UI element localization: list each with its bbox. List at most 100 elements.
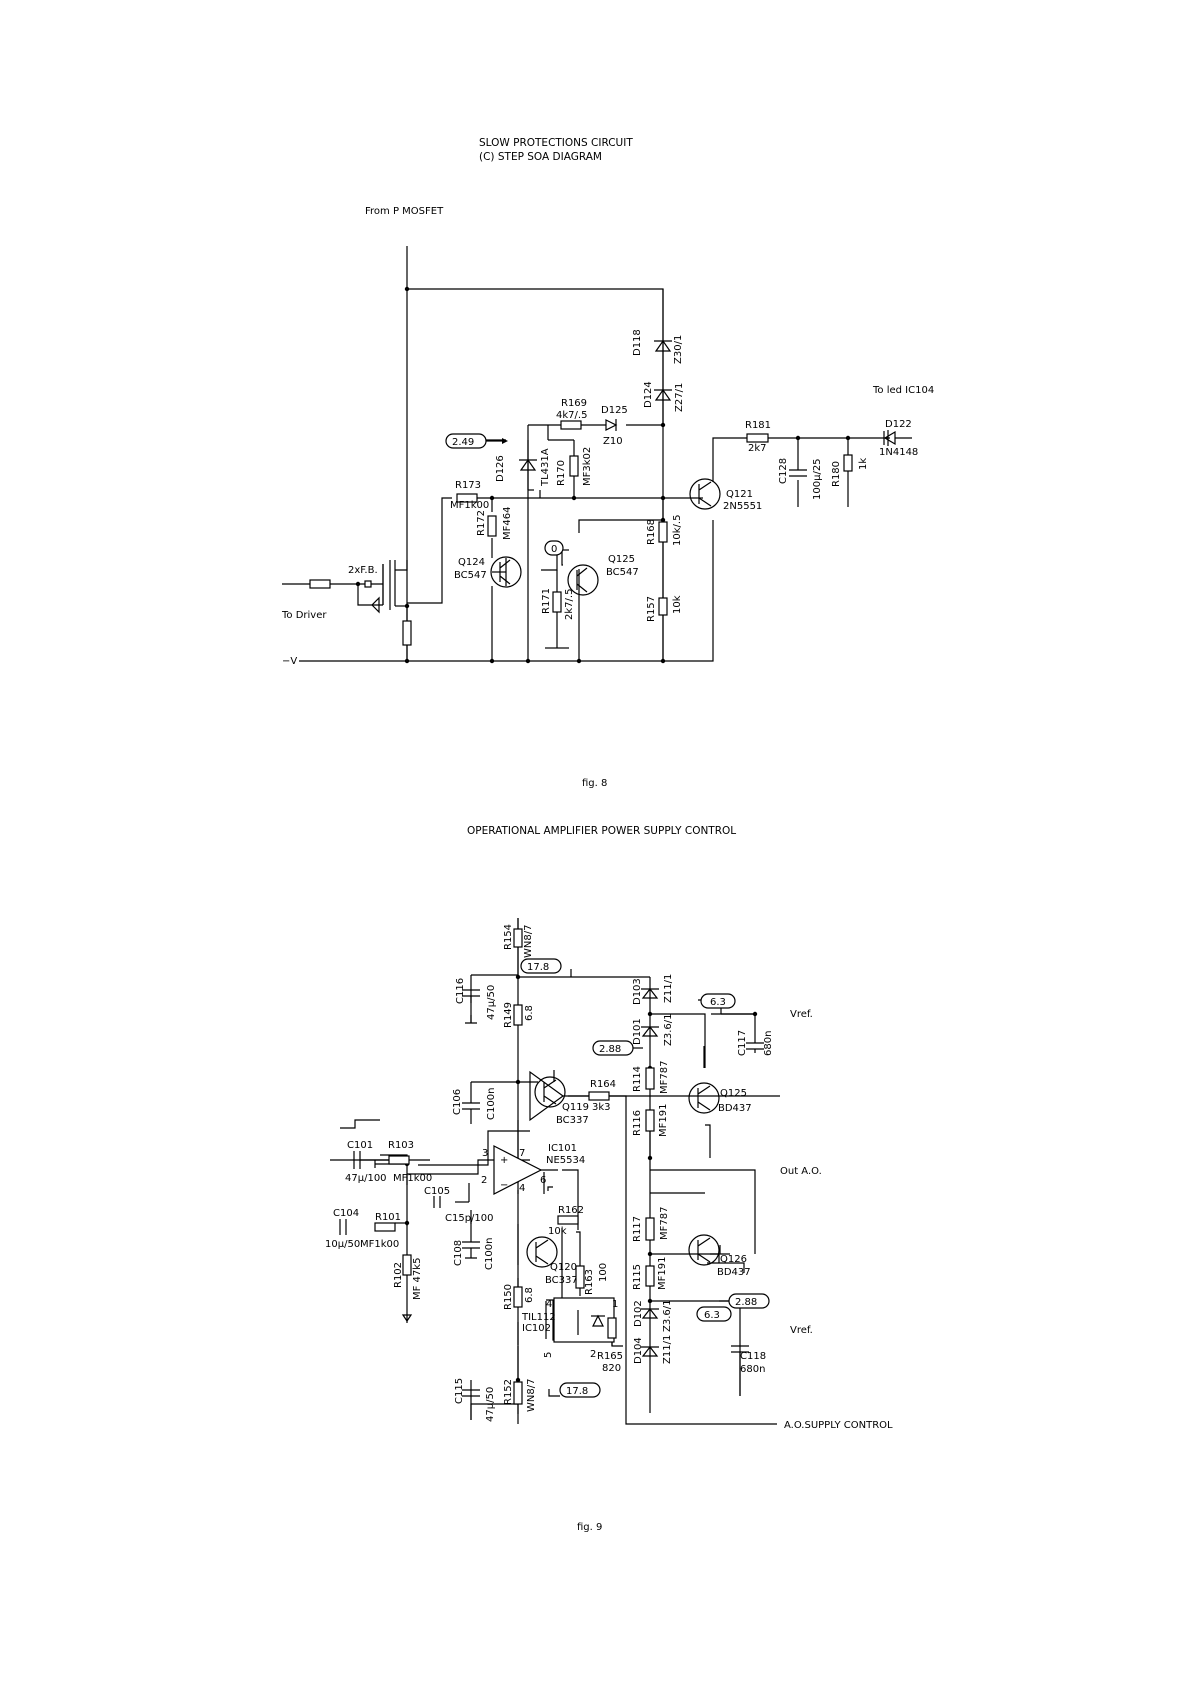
resistor-r152: R152 WN8/7 — [503, 1379, 537, 1412]
svg-text:6.8: 6.8 — [524, 1005, 535, 1021]
opamp-ic101: + − 3 7 2 4 6 IC101 NE5534 — [481, 1143, 585, 1195]
capacitor-c105: C105 C15p/100 — [424, 1186, 494, 1224]
svg-text:3: 3 — [482, 1148, 488, 1159]
source-resistor — [402, 620, 412, 646]
label-fb: 2xF.B. — [348, 565, 378, 576]
figure-8: SLOW PROTECTIONS CIRCUIT (C) STEP SOA DI… — [281, 137, 934, 789]
svg-text:2: 2 — [481, 1175, 487, 1186]
svg-text:WN8/7: WN8/7 — [526, 1379, 537, 1412]
svg-text:D126: D126 — [495, 455, 506, 482]
fig8-junction-dots — [355, 286, 851, 664]
svg-text:2k7: 2k7 — [748, 443, 767, 454]
svg-text:R172: R172 — [476, 510, 487, 536]
svg-text:R164: R164 — [590, 1079, 616, 1090]
resistor-r164: R164 3k3 — [588, 1079, 616, 1113]
zener-d103: D103 Z11/1 — [632, 974, 674, 1005]
svg-text:5: 5 — [543, 1352, 554, 1358]
svg-text:TL431A: TL431A — [540, 448, 551, 487]
svg-text:R115: R115 — [632, 1264, 643, 1290]
capacitor-c115: C115 47μ/50 — [454, 1378, 496, 1422]
fig8-title-line1: SLOW PROTECTIONS CIRCUIT — [479, 137, 633, 149]
svg-text:R165: R165 — [597, 1351, 623, 1362]
label-ao-supply-control: A.O.SUPPLY CONTROL — [784, 1420, 893, 1431]
svg-text:R181: R181 — [745, 420, 771, 431]
svg-text:C101: C101 — [347, 1140, 373, 1151]
transistor-q125-fig9: Q125 BD437 — [688, 1082, 752, 1114]
svg-text:Q125: Q125 — [608, 554, 635, 565]
svg-text:Q121: Q121 — [726, 489, 753, 500]
svg-text:D125: D125 — [601, 405, 628, 416]
svg-text:NE5534: NE5534 — [546, 1155, 585, 1166]
svg-text:7: 7 — [519, 1148, 525, 1159]
svg-text:2: 2 — [590, 1349, 596, 1360]
svg-text:MF1k00: MF1k00 — [450, 500, 489, 511]
resistor-r162: R162 10k — [548, 1205, 584, 1237]
svg-text:D124: D124 — [643, 381, 654, 408]
svg-text:R169: R169 — [561, 398, 587, 409]
svg-text:BD437: BD437 — [717, 1267, 751, 1278]
svg-text:10k: 10k — [672, 595, 683, 614]
voltage-marker-2-88-top: 2.88 — [592, 1040, 643, 1056]
svg-text:−: − — [500, 1180, 508, 1191]
svg-text:R152: R152 — [503, 1379, 514, 1405]
svg-text:R163: R163 — [584, 1269, 595, 1295]
label-minus-v: −V — [282, 656, 297, 667]
svg-text:Z30/1: Z30/1 — [673, 335, 684, 364]
svg-text:2N5551: 2N5551 — [723, 501, 762, 512]
svg-text:6: 6 — [540, 1175, 546, 1186]
resistor-r157: R157 10k — [646, 595, 683, 622]
svg-text:C115: C115 — [454, 1378, 465, 1404]
svg-text:IC101: IC101 — [548, 1143, 577, 1154]
svg-text:100: 100 — [598, 1263, 609, 1282]
svg-text:MF1k00: MF1k00 — [393, 1173, 432, 1184]
svg-text:Q120: Q120 — [550, 1262, 577, 1273]
svg-text:Q124: Q124 — [458, 557, 485, 568]
svg-text:D102: D102 — [633, 1300, 644, 1327]
svg-text:4: 4 — [519, 1183, 525, 1194]
zener-d101: D101 Z3.6/1 — [632, 1014, 674, 1047]
svg-text:17.8: 17.8 — [566, 1386, 588, 1397]
svg-text:6.3: 6.3 — [704, 1310, 720, 1321]
capacitor-c128: C128 100μ/25 — [778, 458, 823, 500]
zener-d118: D118 Z30/1 — [632, 289, 684, 364]
svg-text:BC337: BC337 — [545, 1275, 578, 1286]
svg-text:2.88: 2.88 — [735, 1297, 757, 1308]
svg-text:R117: R117 — [632, 1216, 643, 1242]
fig9-title: OPERATIONAL AMPLIFIER POWER SUPPLY CONTR… — [467, 825, 736, 837]
mosfet-symbol — [364, 560, 391, 614]
svg-text:Z10: Z10 — [603, 436, 623, 447]
svg-text:C117: C117 — [737, 1030, 748, 1056]
svg-text:MF1k00: MF1k00 — [360, 1239, 399, 1250]
svg-text:R114: R114 — [632, 1066, 643, 1092]
resistor-r172: R172 MF464 — [476, 507, 513, 540]
resistor-r102: R102 MF 47k5 — [393, 1254, 423, 1323]
svg-text:IC102: IC102 — [522, 1323, 551, 1334]
svg-text:C105: C105 — [424, 1186, 450, 1197]
svg-text:100μ/25: 100μ/25 — [812, 458, 823, 500]
svg-text:R162: R162 — [558, 1205, 584, 1216]
svg-text:MF464: MF464 — [502, 507, 513, 540]
resistor-r180: R180 1k — [831, 454, 869, 487]
resistor-r116: R116 MF191 — [632, 1104, 669, 1137]
input-resistor — [309, 579, 331, 589]
svg-text:Z11/1: Z11/1 — [662, 1335, 673, 1364]
shunt-regulator-d126: D126 TL431A — [495, 448, 551, 487]
fig8-wiring — [282, 246, 890, 662]
svg-text:BD437: BD437 — [718, 1103, 752, 1114]
capacitor-c106: C106 C100n — [452, 1081, 518, 1124]
svg-text:MF191: MF191 — [658, 1104, 669, 1137]
resistor-r165: R165 820 — [597, 1317, 623, 1374]
voltage-marker-6-3-bottom: 6.3 — [696, 1306, 732, 1322]
resistor-r103: R103 MF1k00 — [388, 1140, 432, 1184]
diode-d122: D122 1N4148 — [879, 419, 918, 458]
label-vref-bottom: Vref. — [790, 1325, 813, 1336]
capacitor-c104: C104 10μ/50 — [325, 1208, 360, 1250]
svg-text:0: 0 — [551, 544, 557, 555]
svg-text:10k: 10k — [548, 1226, 567, 1237]
svg-text:2.88: 2.88 — [599, 1044, 621, 1055]
resistor-r114: R114 MF787 — [632, 1061, 670, 1094]
svg-text:2.49: 2.49 — [452, 437, 474, 448]
zener-d102: D102 Z3.6/1 — [633, 1300, 673, 1333]
svg-text:Z3.6/1: Z3.6/1 — [663, 1014, 674, 1047]
